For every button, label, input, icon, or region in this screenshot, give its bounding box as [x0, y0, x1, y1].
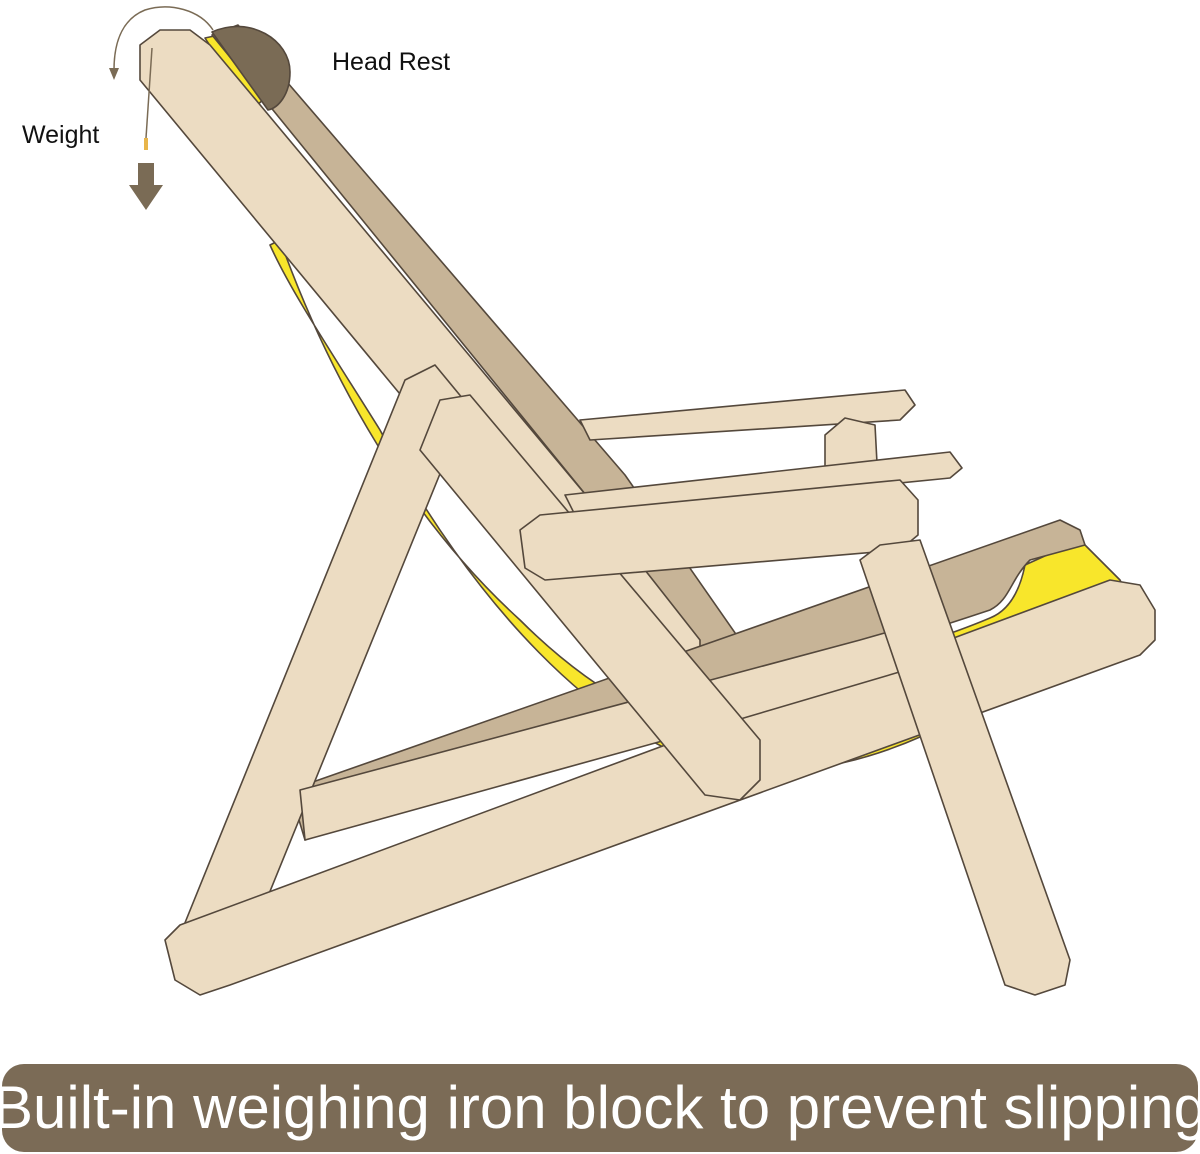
curved-arrow-head-icon	[109, 68, 119, 80]
head-rest-cushion	[211, 25, 291, 111]
weight-cord	[145, 47, 153, 139]
weight-tag	[144, 138, 148, 150]
down-arrow-icon	[129, 163, 163, 210]
head-rest-label: Head Rest	[332, 48, 450, 76]
caption-text: Built-in weighing iron block to prevent …	[0, 1074, 1200, 1141]
front-leg	[859, 539, 1071, 996]
curved-arrow-icon	[113, 6, 214, 71]
rear-armrest	[579, 389, 916, 441]
diagonal-support	[419, 394, 761, 801]
caption-banner: Built-in weighing iron block to prevent …	[0, 1064, 1200, 1152]
armrest-block	[519, 479, 919, 581]
weight-label: Weight	[22, 121, 99, 149]
